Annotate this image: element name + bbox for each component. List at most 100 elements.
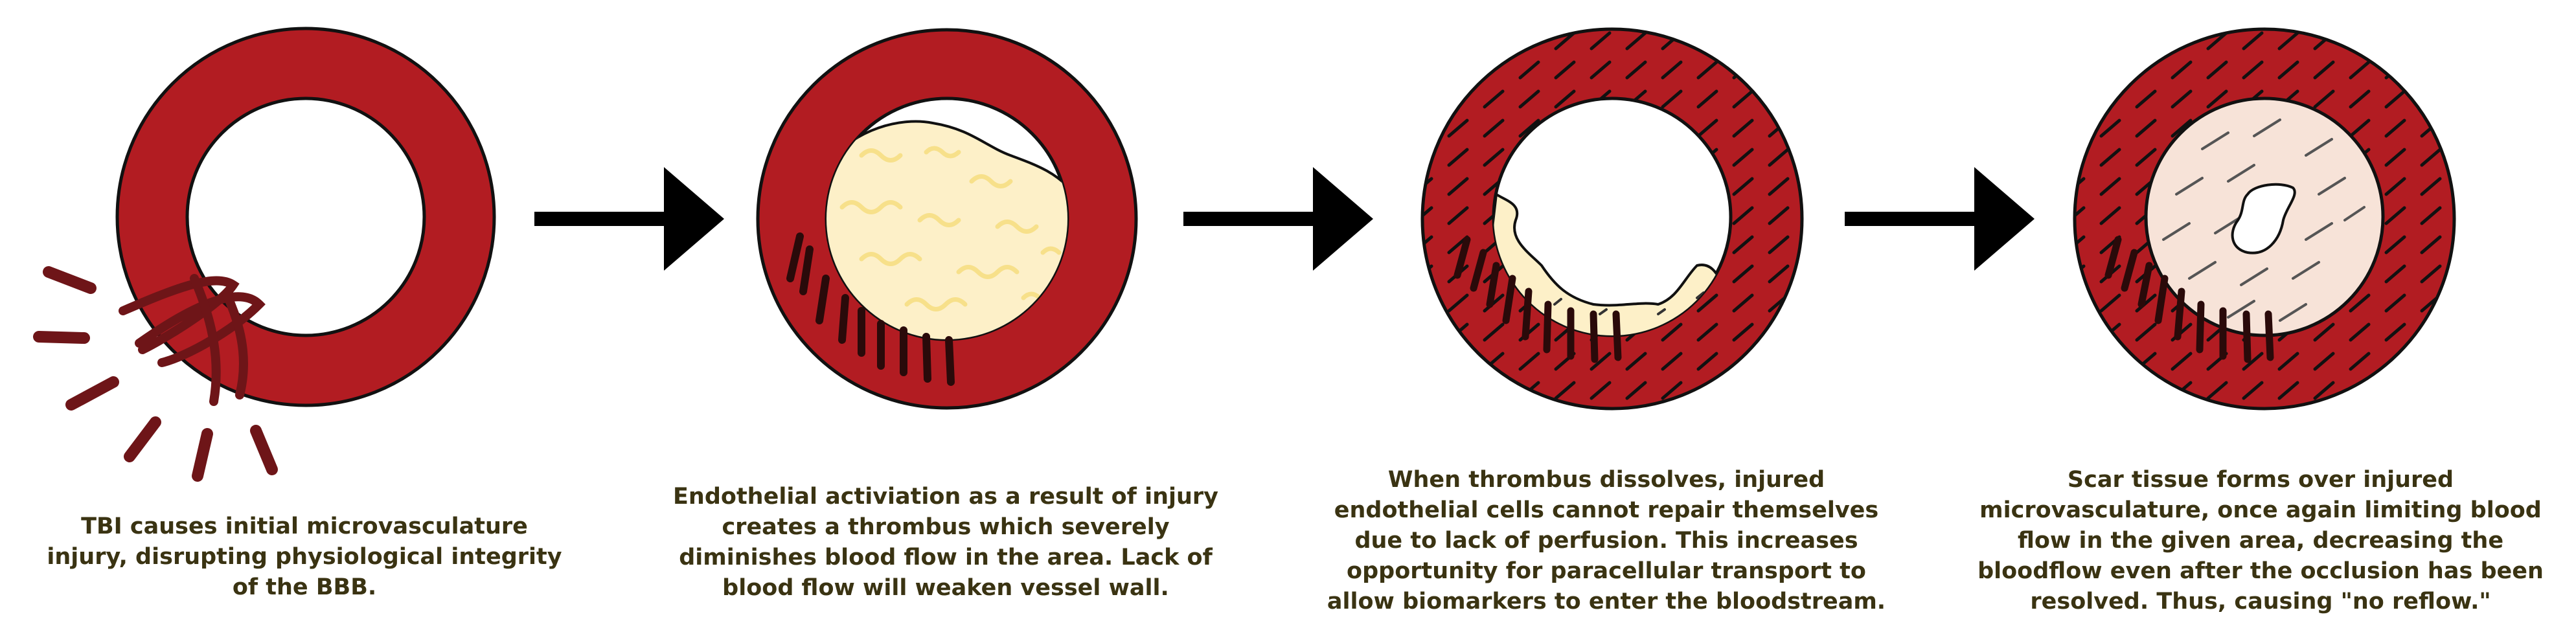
hatch-stroke: [1805, 179, 1823, 194]
hatch-stroke: [2099, 352, 2121, 371]
hatch-stroke: [1422, 293, 1433, 313]
hatch-stroke: [1768, 293, 1790, 313]
hatch-stroke: [2099, 31, 2121, 51]
hatch-stroke: [1422, 31, 1433, 51]
hatch-stroke: [2099, 118, 2121, 138]
hatch-stroke: [2384, 235, 2406, 254]
hatch-stroke: [2242, 60, 2264, 80]
hatch-stroke: [2242, 31, 2264, 51]
hatch-stroke: [1447, 352, 1469, 371]
hatch-stroke: [1483, 293, 1505, 313]
hatch-stroke: [1805, 150, 1823, 165]
hatch-stroke: [2135, 322, 2157, 342]
hatch-stroke: [2242, 381, 2264, 400]
caption-scar-tissue-no-reflow: Scar tissue forms over injured microvasc…: [1956, 465, 2565, 617]
hatch-stroke: [1556, 4, 1574, 19]
hatch-stroke: [1627, 412, 1645, 427]
hatch-stroke: [1661, 352, 1683, 371]
hatch-stroke: [1805, 354, 1823, 369]
caption-thrombus-formation: Endothelial activiation as a result of i…: [648, 482, 1244, 604]
hatch-stroke: [1663, 412, 1681, 427]
hatch-stroke: [2277, 60, 2299, 80]
hatch-stroke: [1447, 118, 1469, 138]
hatch-stroke: [1447, 381, 1469, 400]
thrombus-streaks: [839, 146, 1062, 311]
hatch-stroke: [2420, 381, 2442, 400]
hatch-stroke: [1768, 89, 1790, 109]
hatch-stroke: [2384, 381, 2406, 400]
hatch-stroke: [1590, 31, 1612, 51]
hatch-stroke: [2135, 293, 2157, 313]
hatch-stroke: [2384, 293, 2406, 313]
hatch-stroke: [1768, 31, 1790, 51]
hatch-stroke: [1805, 324, 1823, 340]
hatch-stroke: [1422, 322, 1433, 342]
hatch-stroke: [2135, 31, 2157, 51]
hatch-stroke: [1483, 322, 1505, 342]
hatch-stroke: [2457, 179, 2476, 194]
hatch-stroke: [1768, 235, 1790, 254]
hatch-stroke: [1732, 264, 1754, 284]
caption-line: blood flow will weaken vessel wall.: [722, 575, 1169, 601]
hatch-stroke: [2099, 206, 2121, 225]
hatch-stroke: [1447, 293, 1469, 313]
scar-tissue-texture: [2162, 118, 2365, 322]
hatch-stroke: [2384, 206, 2406, 225]
hatch-stroke: [2420, 148, 2442, 167]
hatch-stroke: [1661, 322, 1683, 342]
hatch-stroke: [2384, 31, 2406, 51]
hatch-stroke: [2384, 322, 2406, 342]
hatch-stroke: [2420, 60, 2442, 80]
hatch-stroke: [1554, 89, 1576, 109]
hatch-stroke: [1591, 4, 1610, 19]
vessel-cross-section-dissolved-thrombus-icon: [1420, 4, 1823, 427]
hatch-stroke: [1805, 383, 1823, 398]
hatch-stroke: [1422, 89, 1433, 109]
hatch-stroke: [2135, 148, 2157, 167]
hatch-stroke: [2074, 118, 2086, 138]
hatch-stroke: [2351, 412, 2369, 427]
hatch-stroke: [2135, 118, 2157, 138]
hatch-stroke: [2137, 412, 2155, 427]
caption-line: bloodflow even after the occlusion has b…: [1978, 558, 2544, 584]
hatch-stroke: [2099, 60, 2121, 80]
caption-line: opportunity for paracellular transport t…: [1347, 558, 1866, 584]
right-arrow-icon: [534, 167, 724, 271]
hatch-stroke: [2074, 206, 2086, 225]
hatch-stroke: [1483, 381, 1505, 400]
hatch-stroke: [2349, 60, 2371, 80]
hatch-stroke: [1485, 4, 1503, 19]
caption-line: When thrombus dissolves, injured: [1387, 467, 1825, 493]
hatch-stroke: [2420, 264, 2442, 284]
hatch-stroke: [1663, 4, 1681, 19]
hatch-stroke: [2313, 89, 2335, 109]
hatch-stroke: [2137, 4, 2155, 19]
hatch-stroke: [1732, 118, 1754, 138]
vessel-cross-section-thrombus-icon: [756, 28, 1138, 410]
hatch-stroke: [1518, 118, 1540, 138]
hatch-stroke: [1734, 412, 1752, 427]
hatch-stroke: [1805, 91, 1823, 107]
hatch-stroke: [1591, 412, 1610, 427]
hatch-stroke: [1483, 118, 1505, 138]
hatch-stroke: [2457, 354, 2476, 369]
hatch-stroke: [2384, 148, 2406, 167]
hatch-stroke: [2384, 177, 2406, 196]
hatch-stroke: [1485, 412, 1503, 427]
caption-line: allow biomarkers to enter the bloodstrea…: [1327, 589, 1886, 615]
hatch-stroke: [1768, 60, 1790, 80]
hatch-stroke: [1422, 206, 1433, 225]
hatch-stroke: [2313, 60, 2335, 80]
caption-line: resolved. Thus, causing "no reflow.": [2030, 589, 2491, 615]
hatch-stroke: [1518, 89, 1540, 109]
hatch-stroke: [1805, 62, 1823, 78]
hatch-stroke: [2206, 89, 2228, 109]
hatch-stroke: [1483, 148, 1505, 167]
hatch-stroke: [2206, 381, 2228, 400]
hatch-stroke: [1805, 237, 1823, 253]
hatch-stroke: [1696, 118, 1718, 138]
hatch-stroke: [2099, 381, 2121, 400]
hatch-stroke: [2244, 4, 2262, 19]
caption-line: diminishes blood flow in the area. Lack …: [679, 545, 1213, 570]
